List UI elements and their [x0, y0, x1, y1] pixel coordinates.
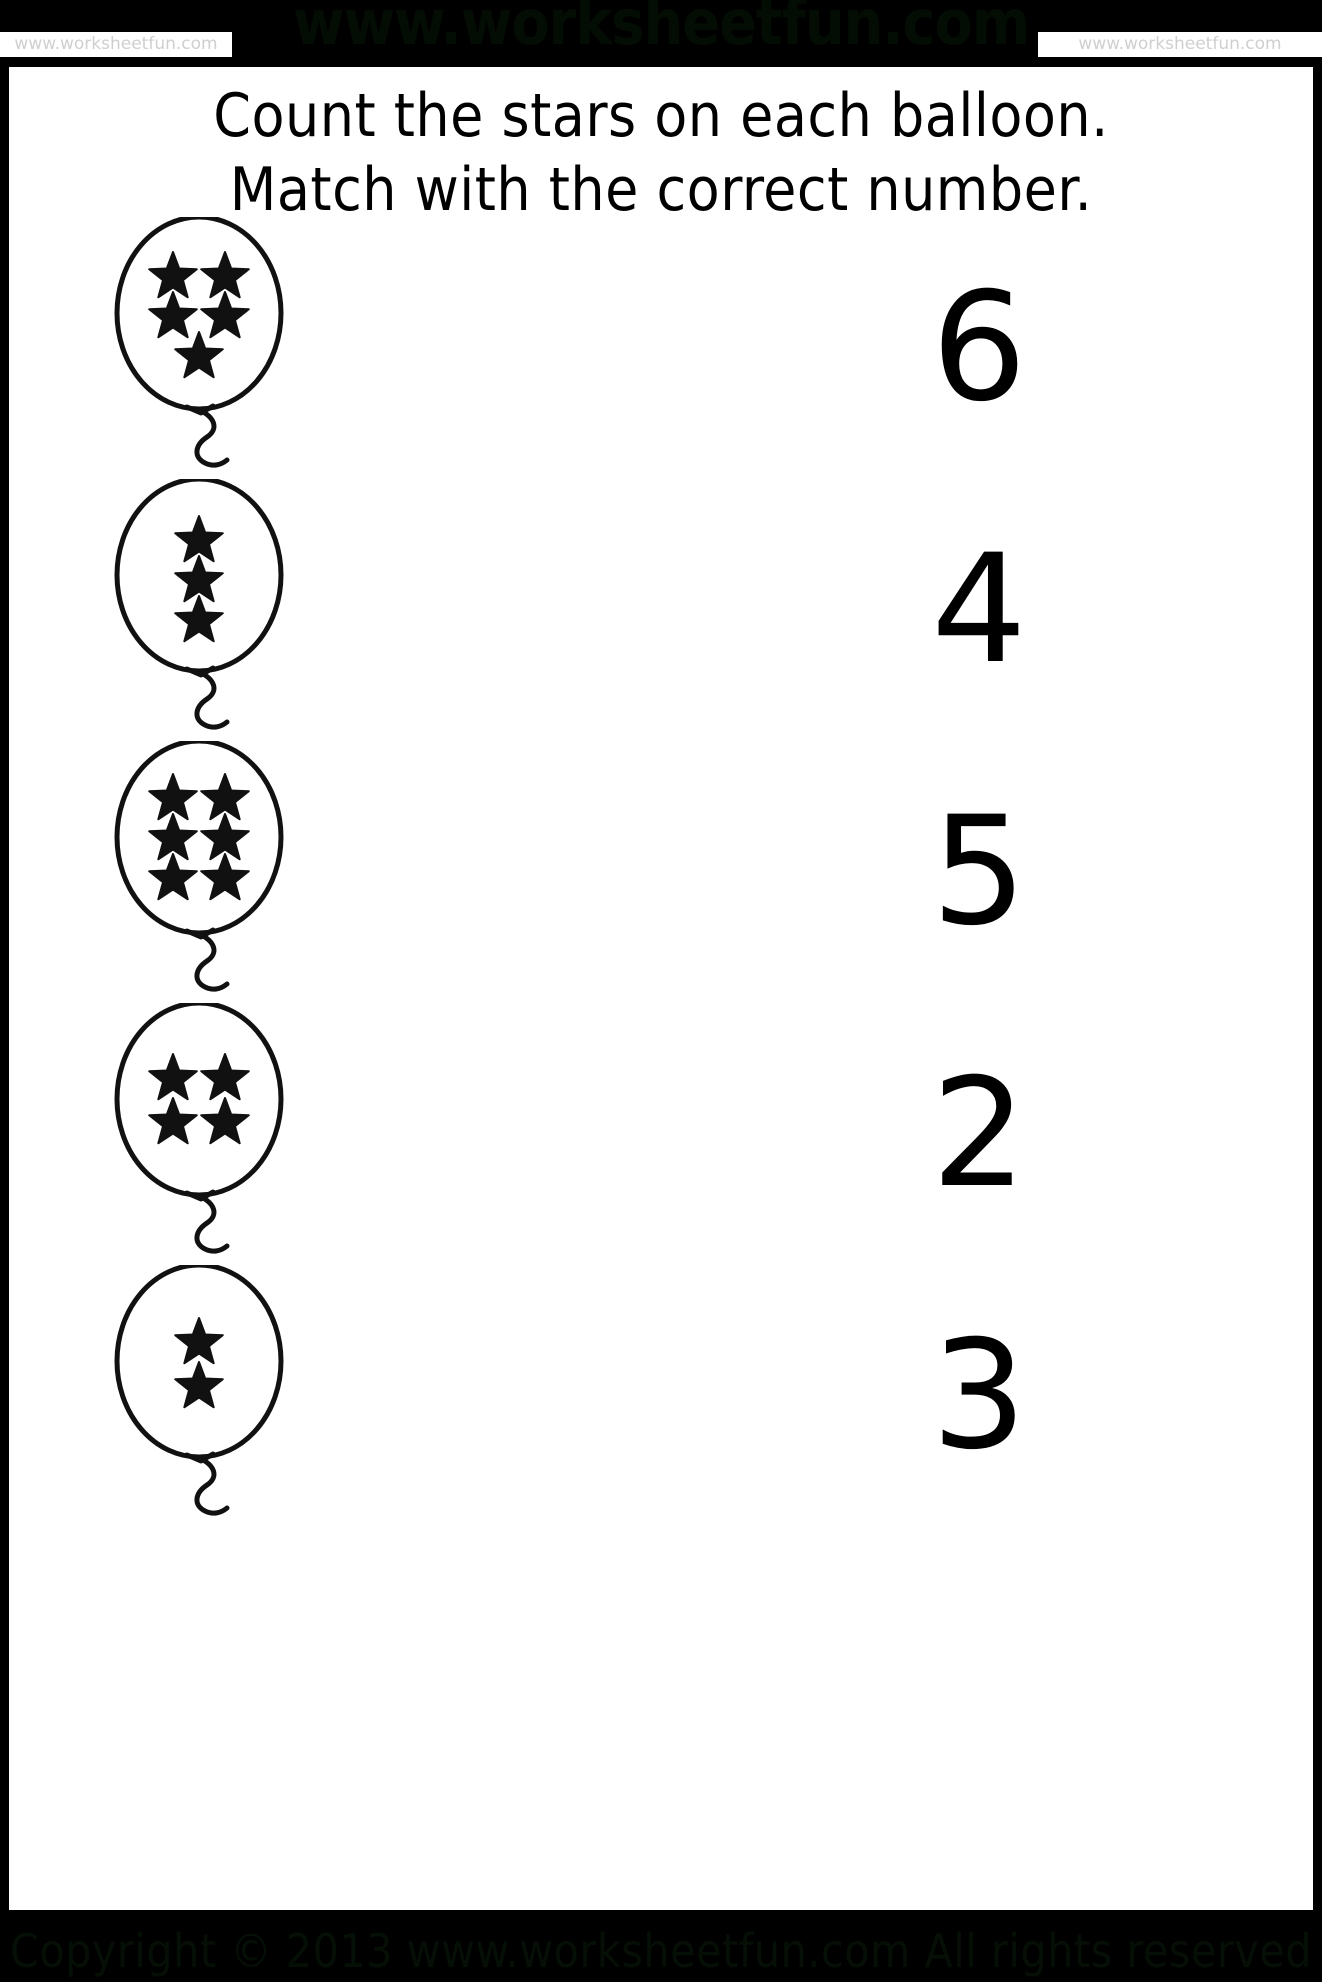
number-label: 4 [931, 523, 1027, 697]
page-title: Count the stars on each balloon. Match w… [9, 79, 1313, 227]
balloon-body [114, 1265, 284, 1460]
balloon-string [194, 1455, 230, 1516]
balloon-4[interactable] [89, 1003, 309, 1265]
balloon-string [194, 669, 230, 730]
balloon-drawing [114, 741, 284, 992]
number-option-4[interactable]: 2 [709, 1003, 1249, 1265]
star-glyph [148, 813, 198, 861]
star-glyph [174, 1361, 224, 1409]
star-glyph [174, 595, 224, 643]
star-glyph [200, 1053, 250, 1101]
worksheet-sheet: Count the stars on each balloon. Match w… [9, 62, 1313, 1915]
watermark-chip-right: www.worksheetfun.com [1038, 32, 1322, 57]
number-option-5[interactable]: 3 [709, 1265, 1249, 1527]
title-line-2: Match with the correct number. [229, 155, 1093, 225]
star-glyph [174, 555, 224, 603]
matching-row: 5 [9, 741, 1313, 1003]
matching-rows: 6 4 5 2 3 [9, 217, 1313, 1527]
star-glyph [200, 291, 250, 339]
star-glyph [174, 331, 224, 379]
number-label: 5 [931, 785, 1027, 959]
balloon-drawing [114, 1265, 284, 1516]
star-glyph [148, 1053, 198, 1101]
footer-copyright: Copyright © 2013 www.worksheetfun.com Al… [9, 1924, 1313, 1978]
star-glyph [200, 853, 250, 901]
watermark-chip-left: www.worksheetfun.com [0, 32, 232, 57]
balloon-drawing [114, 479, 284, 730]
number-label: 3 [931, 1309, 1027, 1483]
balloon-body [114, 741, 284, 936]
watermark-large-text: www.worksheetfun.com [293, 0, 1030, 59]
balloon-1[interactable] [89, 217, 309, 479]
number-option-2[interactable]: 4 [709, 479, 1249, 741]
star-glyph [174, 515, 224, 563]
balloon-2[interactable] [89, 479, 309, 741]
number-label: 2 [931, 1047, 1027, 1221]
star-glyph [148, 251, 198, 299]
top-watermark-band: www.worksheetfun.com www.worksheetfun.co… [0, 0, 1322, 62]
star-glyph [148, 1097, 198, 1145]
star-glyph [148, 291, 198, 339]
star-glyph [148, 773, 198, 821]
star-glyph [200, 813, 250, 861]
star-glyph [200, 773, 250, 821]
star-glyph [174, 1317, 224, 1365]
balloon-5[interactable] [89, 1265, 309, 1527]
balloon-string [194, 407, 230, 468]
balloon-string [194, 1193, 230, 1254]
balloon-body [114, 1003, 284, 1198]
star-glyph [200, 251, 250, 299]
matching-row: 2 [9, 1003, 1313, 1265]
balloon-3[interactable] [89, 741, 309, 1003]
title-line-1: Count the stars on each balloon. [213, 81, 1109, 151]
star-glyph [200, 1097, 250, 1145]
balloon-drawing [114, 217, 284, 468]
balloon-string [194, 931, 230, 992]
matching-row: 4 [9, 479, 1313, 741]
matching-row: 6 [9, 217, 1313, 479]
star-glyph [148, 853, 198, 901]
balloon-body [114, 217, 284, 412]
number-label: 6 [931, 261, 1027, 435]
balloon-drawing [114, 1003, 284, 1254]
matching-row: 3 [9, 1265, 1313, 1527]
number-option-3[interactable]: 5 [709, 741, 1249, 1003]
number-option-1[interactable]: 6 [709, 217, 1249, 479]
